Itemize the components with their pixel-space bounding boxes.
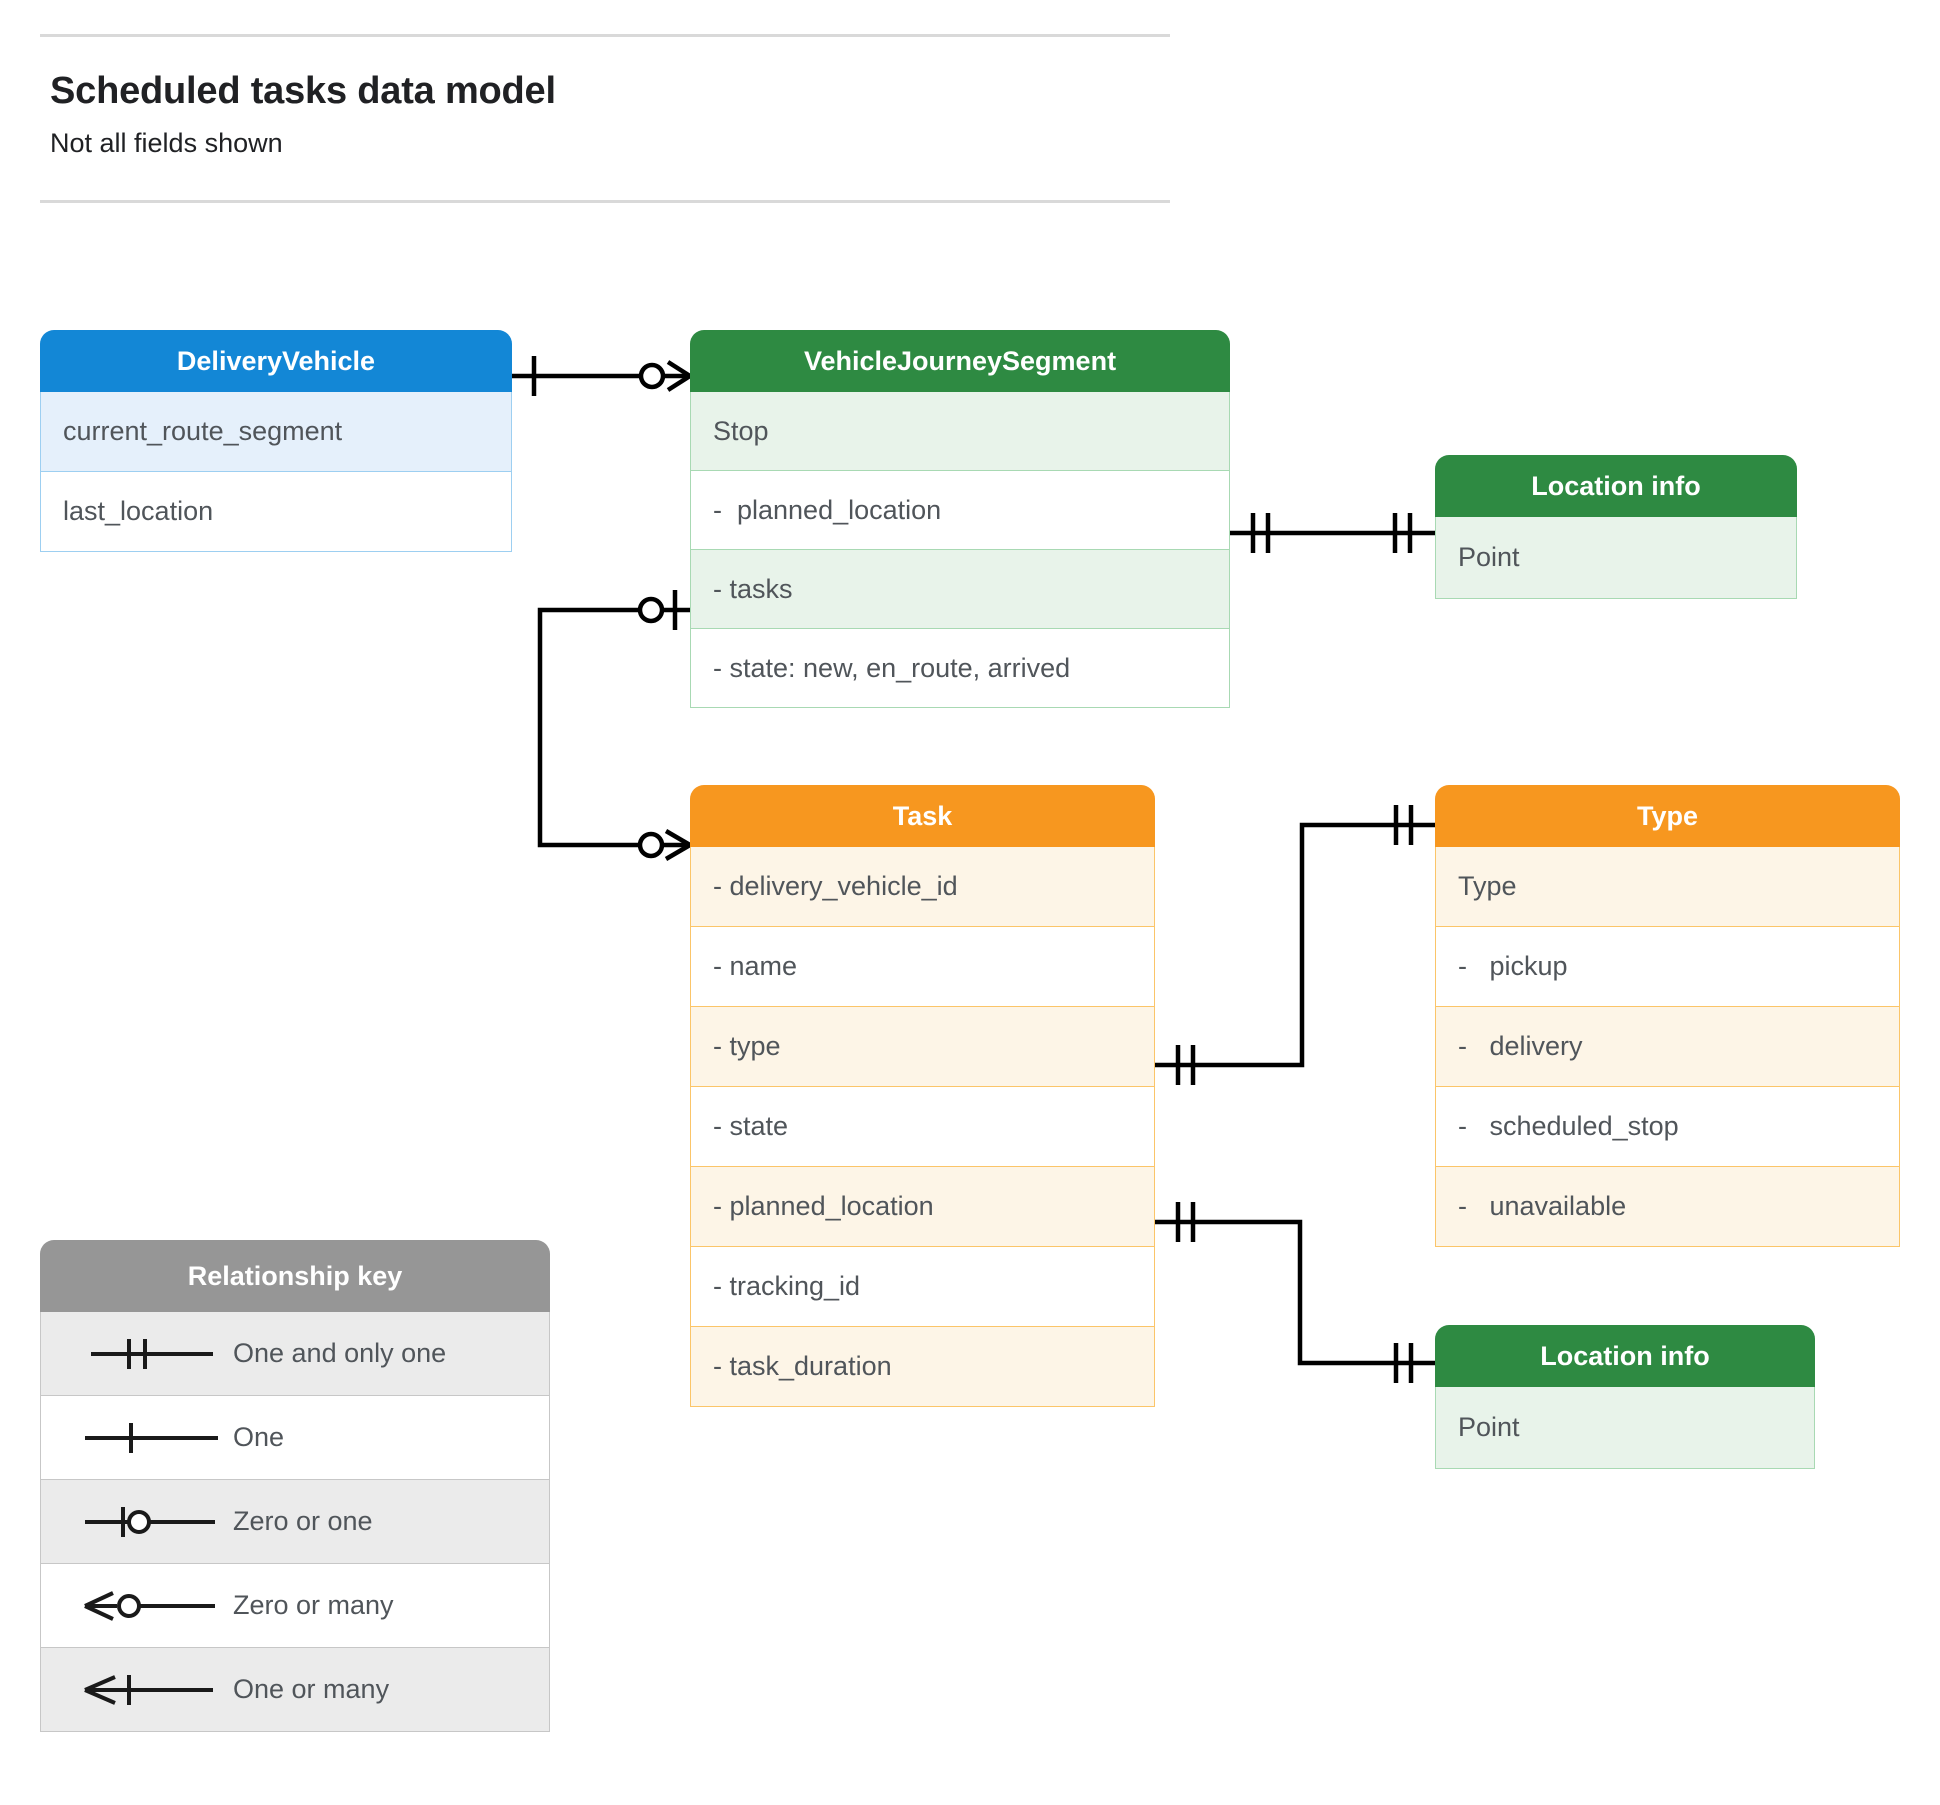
entity-title-delivery-vehicle: DeliveryVehicle — [40, 330, 512, 392]
entity-title-type: Type — [1435, 785, 1900, 847]
legend-label: One or many — [233, 1674, 390, 1704]
page-title: Scheduled tasks data model — [50, 70, 556, 112]
header-divider-top — [40, 34, 1170, 37]
field-row: - state — [690, 1087, 1155, 1167]
wire-task-locationinfo — [1155, 1202, 1435, 1383]
field-row: - delivery_vehicle_id — [690, 847, 1155, 927]
entity-type[interactable]: Type Type - pickup - delivery - schedule… — [1435, 785, 1900, 1247]
field-row: current_route_segment — [40, 392, 512, 472]
one-or-many-icon — [63, 1670, 233, 1710]
entity-vehicle-journey-segment[interactable]: VehicleJourneySegment Stop - planned_loc… — [690, 330, 1230, 708]
wire-deliveryvehicle-journeysegment — [512, 356, 692, 396]
field-row: - name — [690, 927, 1155, 1007]
wire-task-type — [1155, 805, 1435, 1085]
field-row: - pickup — [1435, 927, 1900, 1007]
legend-item-one: One — [40, 1396, 550, 1480]
field-row: Point — [1435, 1387, 1815, 1469]
field-row: - delivery — [1435, 1007, 1900, 1087]
entity-location-info-top[interactable]: Location info Point — [1435, 455, 1797, 599]
one-and-only-one-icon — [63, 1334, 233, 1374]
entity-title-task: Task — [690, 785, 1155, 847]
field-row: - planned_location — [690, 1167, 1155, 1247]
legend-label: Zero or one — [233, 1506, 373, 1536]
legend-item-one-and-only-one: One and only one — [40, 1312, 550, 1396]
field-row: - task_duration — [690, 1327, 1155, 1407]
zero-or-one-icon — [63, 1502, 233, 1542]
field-row: Stop — [690, 392, 1230, 471]
wire-journeysegment-tasks-task — [537, 590, 692, 861]
field-row: Point — [1435, 517, 1797, 599]
wire-journeysegment-locationinfo — [1228, 513, 1435, 553]
entity-delivery-vehicle[interactable]: DeliveryVehicle current_route_segment la… — [40, 330, 512, 552]
zero-or-many-icon — [63, 1586, 233, 1626]
one-icon — [63, 1418, 233, 1458]
field-row: - type — [690, 1007, 1155, 1087]
field-row: - tasks — [690, 550, 1230, 629]
field-row: last_location — [40, 472, 512, 552]
legend-label: One and only one — [233, 1338, 447, 1368]
entity-title-location-info: Location info — [1435, 1325, 1815, 1387]
field-row: - tracking_id — [690, 1247, 1155, 1327]
legend-label: Zero or many — [233, 1590, 394, 1620]
legend-title: Relationship key — [40, 1240, 550, 1312]
page-subtitle: Not all fields shown — [50, 128, 283, 158]
relationship-key-legend[interactable]: Relationship key One and only one — [40, 1240, 550, 1732]
field-row: - state: new, en_route, arrived — [690, 629, 1230, 708]
legend-item-zero-or-many: Zero or many — [40, 1564, 550, 1648]
legend-item-zero-or-one: Zero or one — [40, 1480, 550, 1564]
entity-title-vehicle-journey-segment: VehicleJourneySegment — [690, 330, 1230, 392]
field-row: Type — [1435, 847, 1900, 927]
header-divider-bottom — [40, 200, 1170, 203]
entity-title-location-info: Location info — [1435, 455, 1797, 517]
entity-task[interactable]: Task - delivery_vehicle_id - name - type… — [690, 785, 1155, 1407]
legend-item-one-or-many: One or many — [40, 1648, 550, 1732]
field-row: - planned_location — [690, 471, 1230, 550]
field-row: - unavailable — [1435, 1167, 1900, 1247]
entity-location-info-bottom[interactable]: Location info Point — [1435, 1325, 1815, 1469]
field-row: - scheduled_stop — [1435, 1087, 1900, 1167]
legend-label: One — [233, 1422, 285, 1452]
